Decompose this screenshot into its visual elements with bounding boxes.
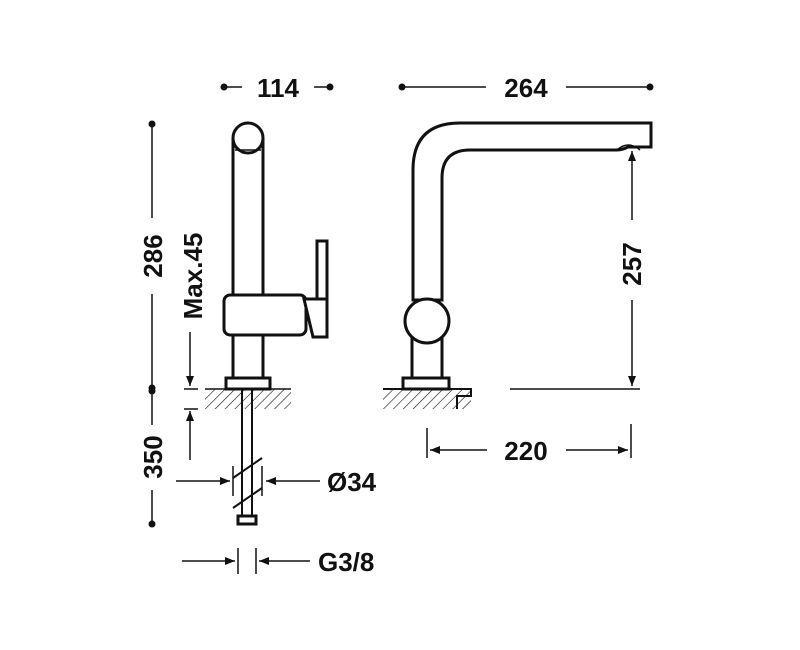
front-spout-top	[231, 121, 265, 155]
front-connector	[236, 514, 258, 526]
front-pedestal	[231, 328, 265, 380]
front-handle	[315, 239, 329, 301]
side-spout	[411, 121, 653, 302]
dim-under-length: 350	[138, 387, 168, 528]
dim-total-height-label: 286	[138, 234, 168, 277]
front-base-flange	[224, 376, 272, 391]
dim-side-width-label: 264	[504, 73, 548, 103]
dim-max-thickness-label: Max.45	[178, 233, 208, 320]
dim-front-width: 114	[220, 73, 334, 103]
front-view	[205, 121, 329, 526]
dim-total-height: 286	[138, 120, 168, 392]
side-lever-knob	[403, 297, 451, 345]
front-countertop	[205, 389, 291, 409]
dim-reach-label: 220	[504, 436, 547, 466]
front-lever-body	[222, 293, 308, 337]
dim-connection-label: G3/8	[318, 547, 374, 577]
side-countertop	[383, 389, 471, 409]
dim-side-width: 264	[398, 73, 654, 103]
dim-hose-diameter: Ø34	[176, 466, 377, 497]
front-spout-tube	[231, 138, 265, 302]
dim-front-width-label: 114	[257, 73, 299, 103]
dim-spout-height: 257	[510, 151, 647, 390]
side-base-flange	[401, 376, 451, 391]
dim-spout-height-label: 257	[617, 242, 647, 285]
dim-hose-diameter-label: Ø34	[327, 467, 377, 497]
side-view	[383, 121, 653, 409]
dim-under-length-label: 350	[138, 435, 168, 478]
dim-reach: 220	[426, 424, 632, 466]
dim-max-thickness: Max.45	[178, 233, 208, 460]
dim-connection: G3/8	[182, 547, 374, 577]
